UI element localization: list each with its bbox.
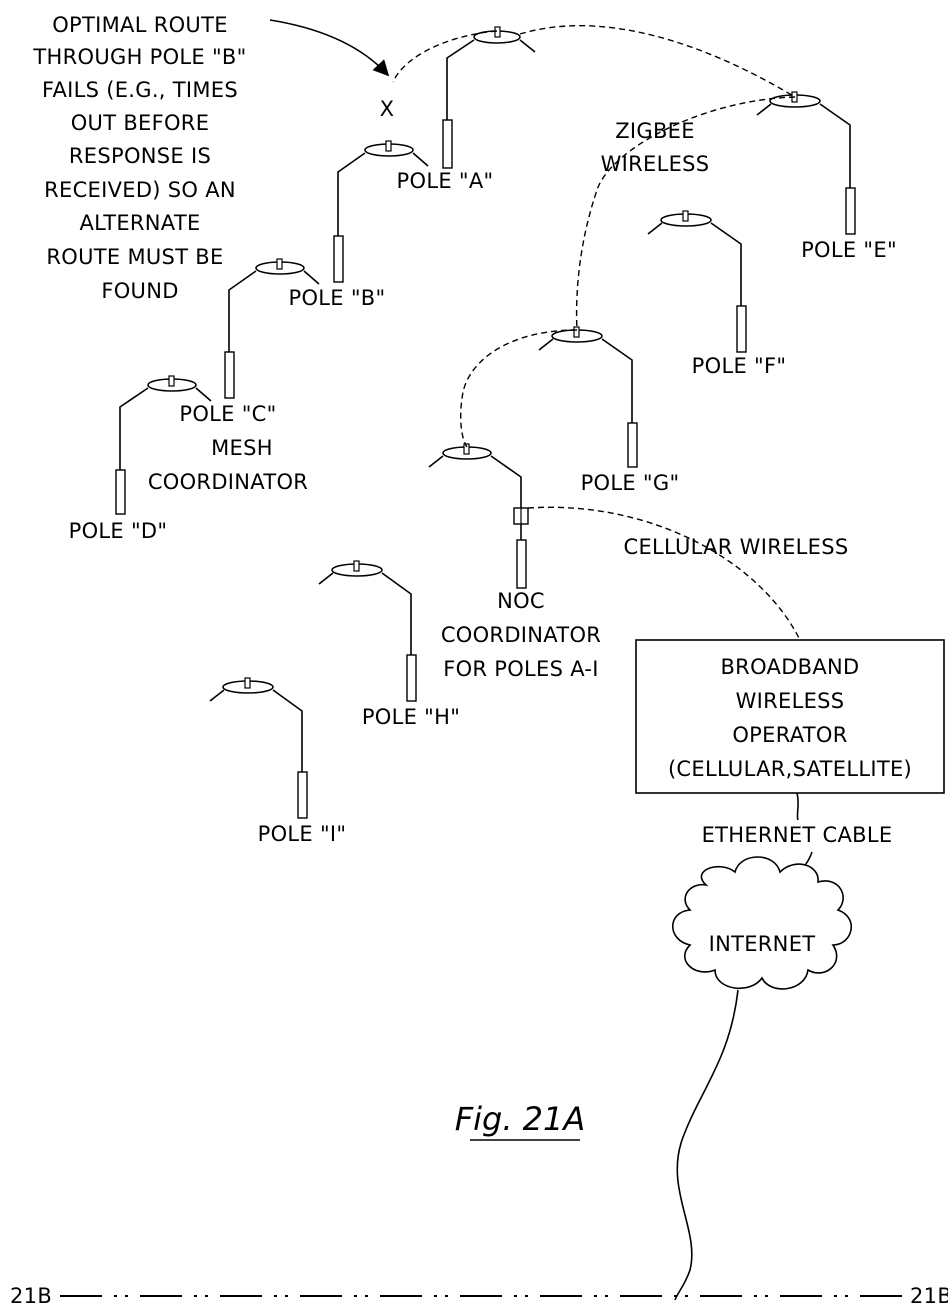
pole-h xyxy=(318,560,417,702)
pole-c xyxy=(224,258,320,399)
pole-a-label: POLE "A" xyxy=(397,169,494,193)
operator-line-1: BROADBAND xyxy=(720,655,859,679)
failure-annotation: OPTIMAL ROUTE THROUGH POLE "B" FAILS (E.… xyxy=(32,13,246,303)
ethernet-cable-upper xyxy=(796,792,799,821)
failed-link-a-to-b xyxy=(392,30,498,83)
annotation-line-5: RESPONSE IS xyxy=(69,144,211,168)
pole-b-label: POLE "B" xyxy=(289,286,386,310)
mesh-coordinator-label-2: COORDINATOR xyxy=(148,470,308,494)
zigbee-label-1: ZIGBEE xyxy=(615,119,695,143)
internet-label: INTERNET xyxy=(709,932,816,956)
pole-f-label: POLE "F" xyxy=(692,354,787,378)
cellular-link xyxy=(527,506,801,641)
pole-d-label: POLE "D" xyxy=(69,519,168,543)
noc-label-1: NOC xyxy=(497,589,545,613)
link-g-to-noc xyxy=(460,329,578,448)
pole-c-label: POLE "C" xyxy=(179,402,276,426)
broadband-operator-box: BROADBAND WIRELESS OPERATOR (CELLULAR,SA… xyxy=(635,639,945,794)
noc-label-3: FOR POLES A-I xyxy=(443,657,599,681)
link-a-to-e xyxy=(519,25,796,98)
pole-d xyxy=(115,375,212,515)
pole-i-label: POLE "I" xyxy=(258,822,347,846)
pole-e-label: POLE "E" xyxy=(801,238,897,262)
operator-line-4: (CELLULAR,SATELLITE) xyxy=(668,757,912,781)
pole-b xyxy=(333,140,429,283)
operator-line-2: WIRELESS xyxy=(736,689,845,713)
annotation-line-9: FOUND xyxy=(101,279,178,303)
annotation-line-1: OPTIMAL ROUTE xyxy=(52,13,228,37)
failure-mark: X xyxy=(380,97,395,121)
internet-cable xyxy=(674,989,739,1301)
annotation-line-6: RECEIVED) SO AN xyxy=(44,178,236,202)
pole-f xyxy=(647,210,747,353)
cut-label-right: 21B xyxy=(910,1284,948,1308)
cut-label-left: 21B xyxy=(10,1284,52,1308)
pole-a xyxy=(442,26,536,169)
pole-e xyxy=(756,91,856,235)
annotation-line-3: FAILS (E.G., TIMES xyxy=(42,78,238,102)
annotation-line-8: ROUTE MUST BE xyxy=(46,245,223,269)
operator-line-3: OPERATOR xyxy=(732,723,847,747)
annotation-arrow xyxy=(269,19,390,77)
internet-cloud: INTERNET xyxy=(672,856,853,990)
noc-label-2: COORDINATOR xyxy=(441,623,601,647)
zigbee-label-2: WIRELESS xyxy=(601,152,710,176)
annotation-line-7: ALTERNATE xyxy=(79,211,200,235)
annotation-line-2: THROUGH POLE "B" xyxy=(32,45,246,69)
cellular-label: CELLULAR WIRELESS xyxy=(623,535,848,559)
mesh-coordinator-label-1: MESH xyxy=(211,436,273,460)
pole-g xyxy=(538,326,638,468)
ethernet-label: ETHERNET CABLE xyxy=(702,823,893,847)
link-e-to-g xyxy=(575,96,796,331)
pole-i xyxy=(209,677,308,819)
pole-noc xyxy=(428,443,529,589)
pole-h-label: POLE "H" xyxy=(362,705,460,729)
annotation-line-4: OUT BEFORE xyxy=(71,111,210,135)
figure-label: Fig. 21A xyxy=(455,1100,586,1138)
pole-g-label: POLE "G" xyxy=(581,471,680,495)
